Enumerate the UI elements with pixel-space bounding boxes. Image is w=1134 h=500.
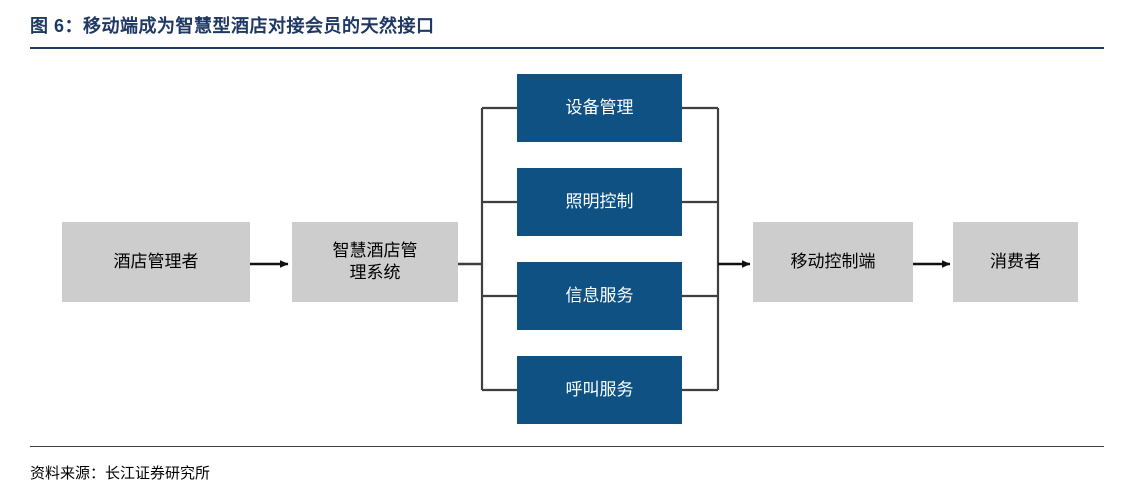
node-label-line1: 智慧酒店管 — [332, 240, 418, 260]
node-label: 照明控制 — [565, 191, 634, 211]
node-label: 呼叫服务 — [565, 379, 634, 399]
page-title: 图 6：移动端成为智慧型酒店对接会员的天然接口 — [30, 16, 435, 36]
node-label: 消费者 — [990, 251, 1041, 271]
node-mobile-control-terminal[interactable]: 移动控制端 — [753, 222, 913, 302]
title-divider — [30, 47, 1104, 49]
node-label: 信息服务 — [565, 285, 634, 305]
node-device-management[interactable]: 设备管理 — [517, 74, 682, 142]
node-consumer[interactable]: 消费者 — [953, 222, 1078, 302]
node-label: 设备管理 — [565, 97, 634, 117]
source-divider — [30, 446, 1104, 447]
node-label: 移动控制端 — [790, 251, 876, 271]
node-information-service[interactable]: 信息服务 — [517, 262, 682, 330]
node-label: 智慧酒店管 理系统 — [333, 240, 418, 285]
node-smart-hotel-system[interactable]: 智慧酒店管 理系统 — [292, 222, 458, 302]
node-label: 酒店管理者 — [113, 251, 199, 271]
node-lighting-control[interactable]: 照明控制 — [517, 168, 682, 236]
node-call-service[interactable]: 呼叫服务 — [517, 356, 682, 424]
node-label-line2: 理系统 — [349, 263, 401, 282]
node-hotel-manager[interactable]: 酒店管理者 — [62, 222, 250, 302]
source-note: 资料来源：长江证券研究所 — [30, 465, 211, 482]
